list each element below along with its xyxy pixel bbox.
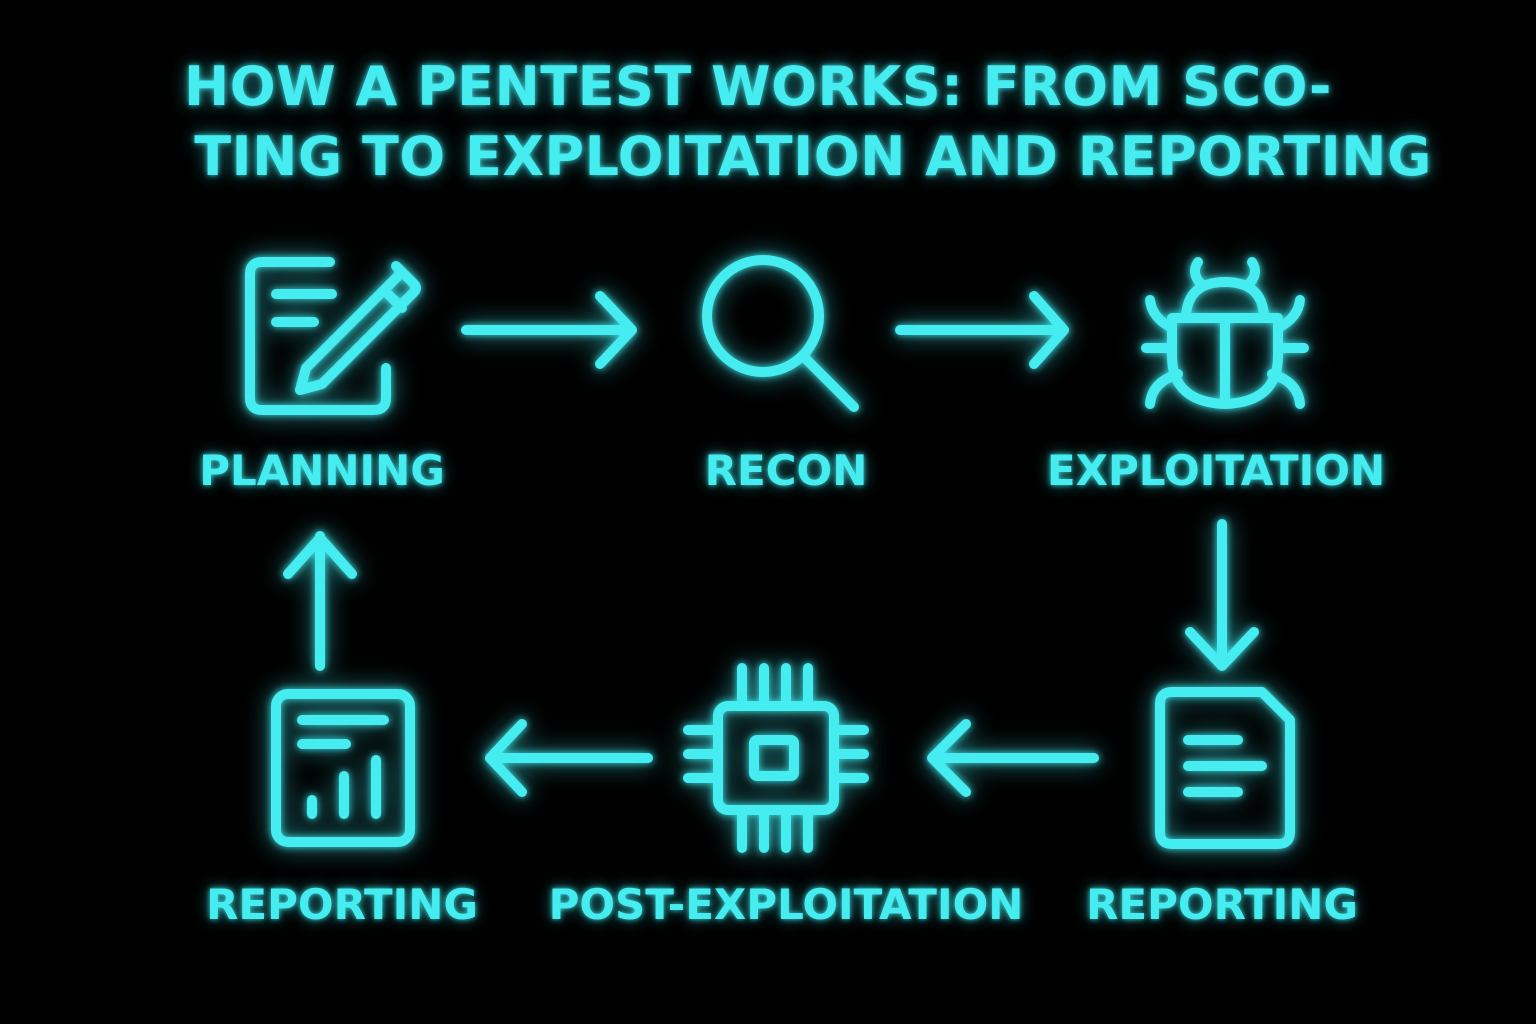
step-label-reporting-right: REPORTING (1086, 880, 1358, 929)
diagram-title: HOW A PENTEST WORKS: FROM SCO- TING TO E… (0, 52, 1536, 192)
magnifier-icon (702, 255, 859, 412)
arrow-reporting-to-planning (283, 531, 357, 671)
step-label-reporting-left: REPORTING (206, 880, 478, 929)
title-line-1: HOW A PENTEST WORKS: FROM SCO- (184, 55, 1332, 118)
step-label-planning: PLANNING (199, 446, 445, 495)
arrow-planning-to-recon (461, 291, 637, 369)
step-label-exploitation: EXPLOITATION (1046, 446, 1386, 495)
title-line-2: TING TO EXPLOITATION AND REPORTING (194, 125, 1432, 188)
step-label-recon: RECON (704, 446, 868, 495)
arrow-exploitation-to-reporting (1185, 519, 1259, 671)
step-label-post-exploitation: POST-EXPLOITATION (548, 880, 1024, 929)
chip-icon (683, 663, 869, 853)
arrow-post-exploitation-to-reporting (485, 719, 653, 797)
report-chart-icon (271, 689, 415, 847)
arrow-reporting-to-post-exploitation (927, 719, 1099, 797)
document-pencil-icon (245, 257, 421, 415)
arrow-recon-to-exploitation (895, 291, 1069, 369)
bug-icon (1141, 257, 1309, 409)
document-icon (1155, 687, 1295, 849)
